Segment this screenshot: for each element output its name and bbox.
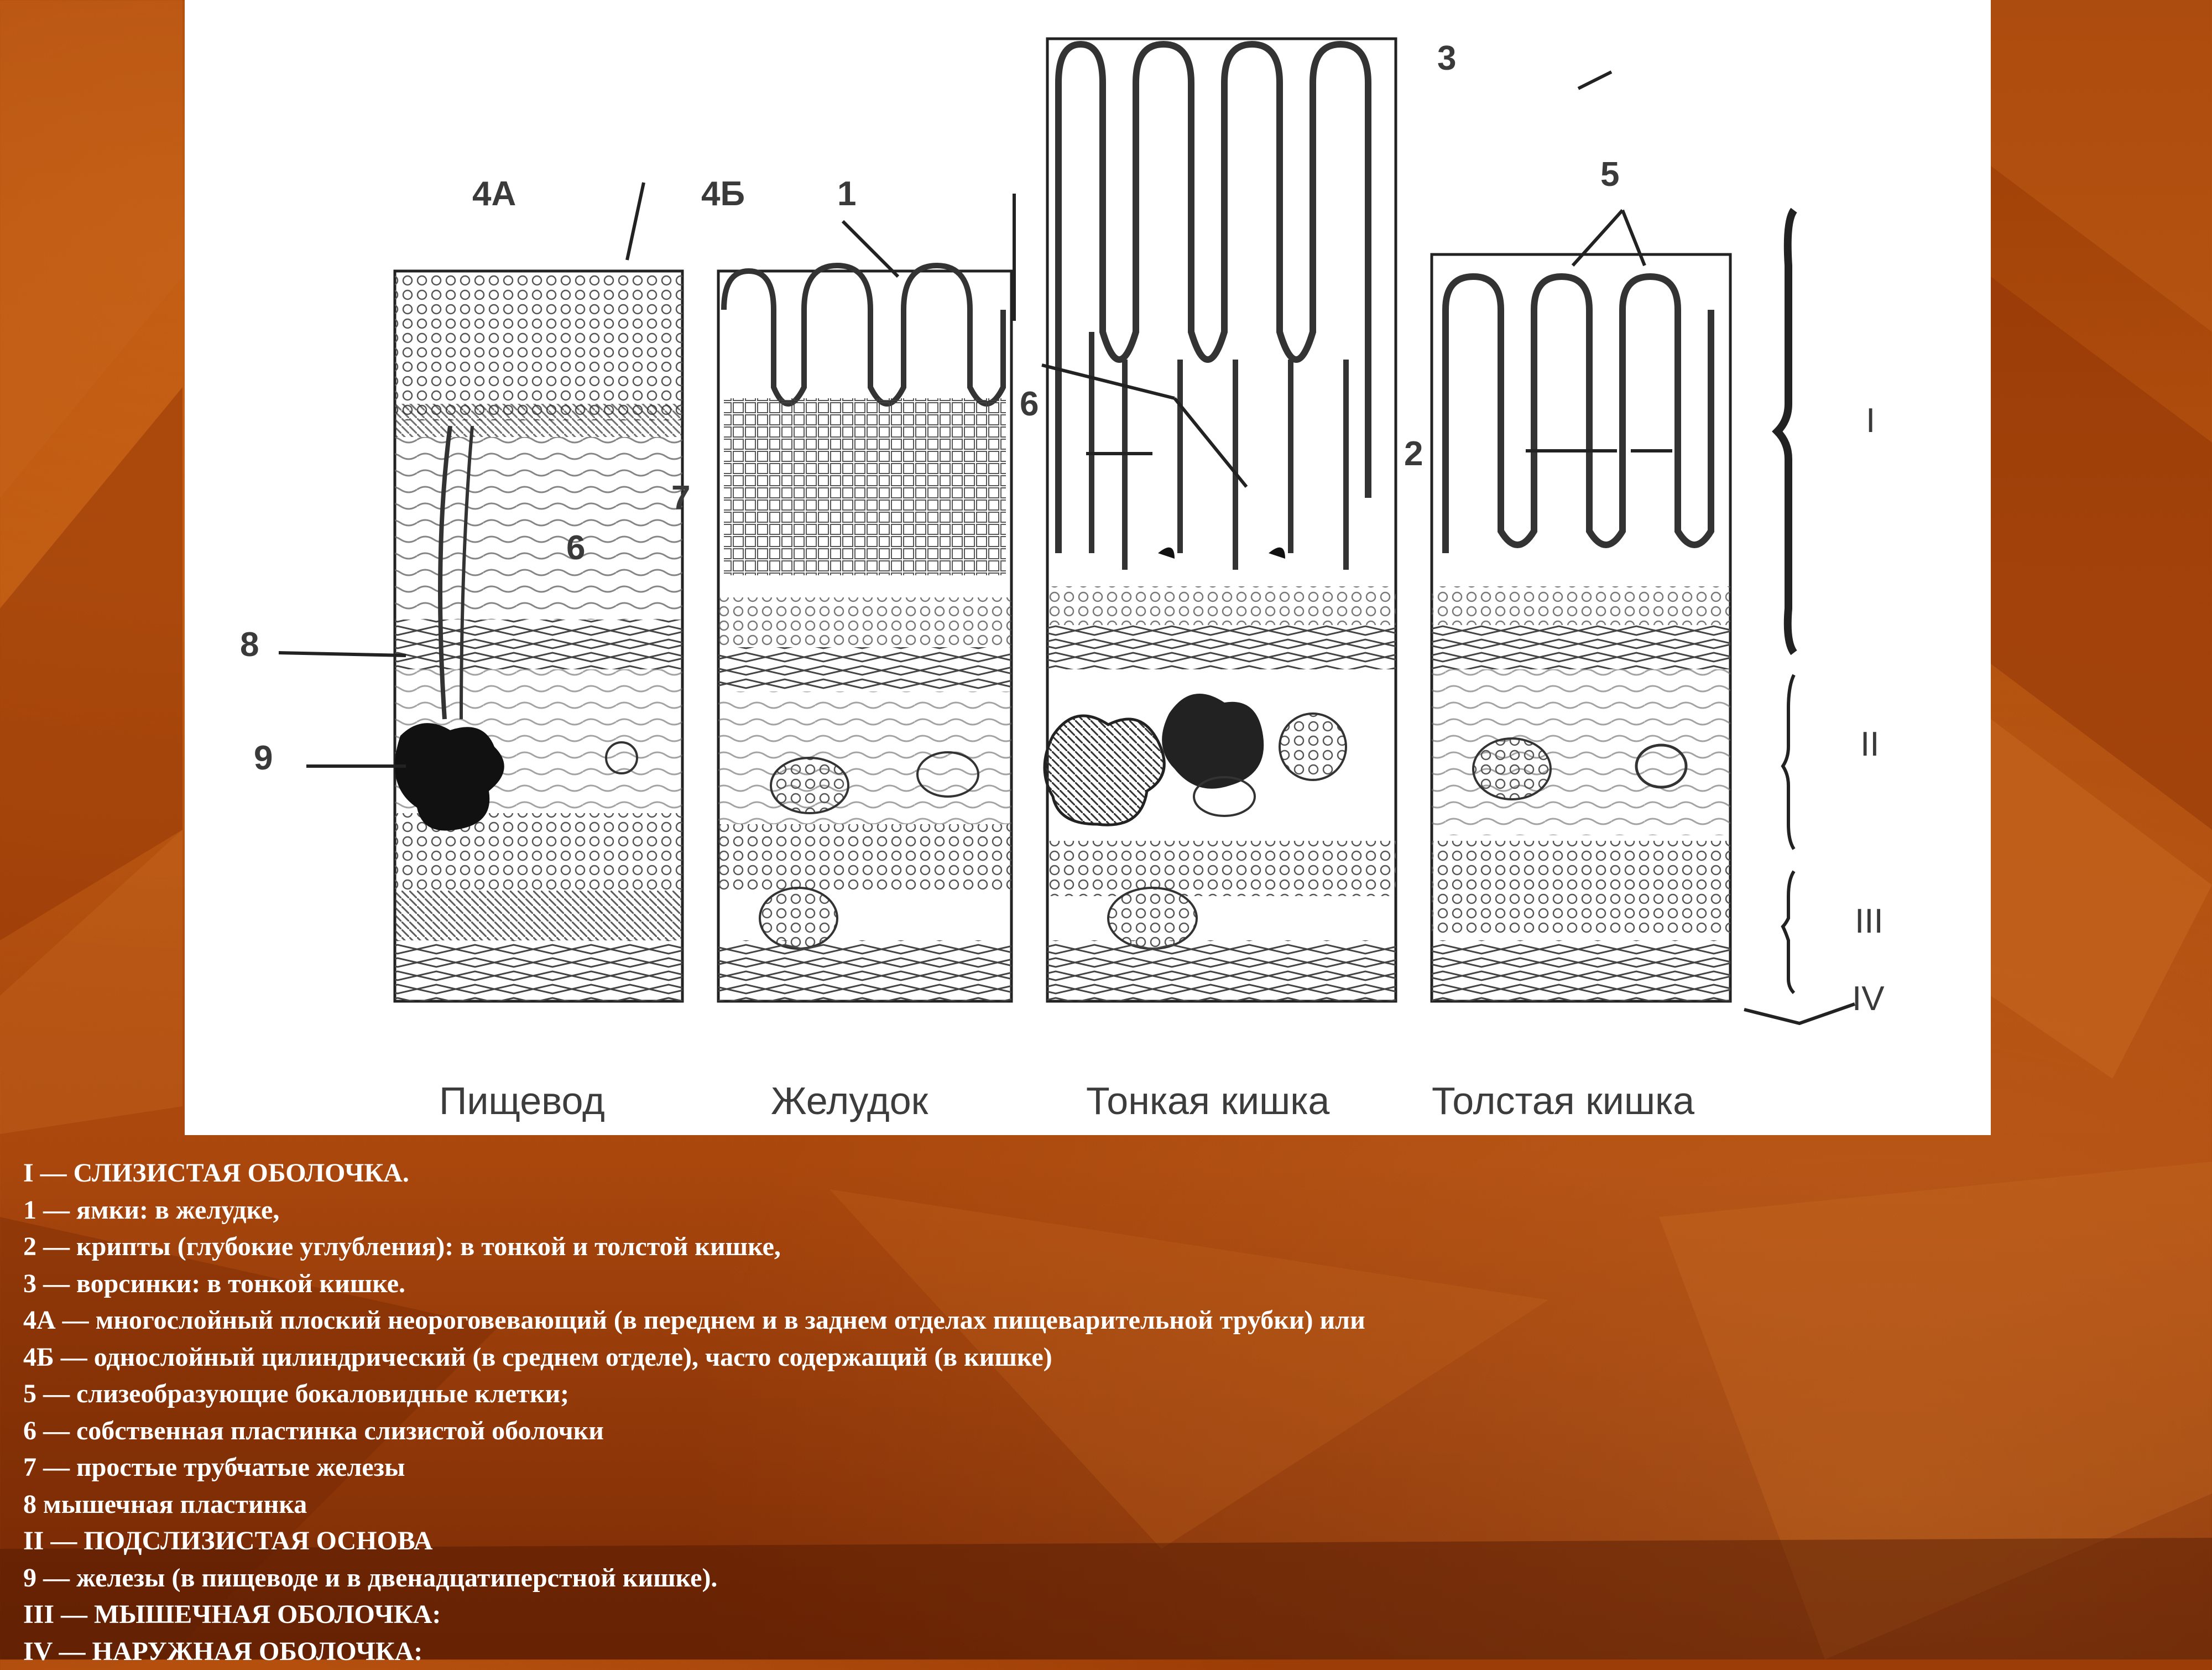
label-4a: 4А [472, 177, 516, 211]
legend-line: III — МЫШЕЧНАЯ ОБОЛОЧКА: [23, 1596, 2180, 1633]
caption-stomach: Желудок [771, 1081, 928, 1120]
caption-small-intestine: Тонкая кишка [1086, 1081, 1329, 1120]
legend-line: IV — НАРУЖНАЯ ОБОЛОЧКА: [23, 1633, 2180, 1670]
large-intestine-column [1432, 254, 1730, 1001]
label-7: 7 [671, 481, 690, 516]
legend-line: 8 мышечная пластинка [23, 1486, 2180, 1523]
legend-text: I — СЛИЗИСТАЯ ОБОЛОЧКА. 1 — ямки: в желу… [23, 1155, 2180, 1670]
esophagus-column [395, 271, 682, 1001]
label-6-stomach: 6 [1020, 387, 1039, 422]
layer-label-iii: III [1855, 904, 1884, 939]
stomach-column [718, 266, 1011, 1001]
label-5: 5 [1600, 158, 1619, 192]
label-2-small: 2 [1404, 437, 1423, 471]
caption-esophagus: Пищевод [439, 1081, 605, 1120]
layer-label-ii: II [1860, 727, 1879, 762]
label-3: 3 [1437, 41, 1456, 76]
legend-line: 6 — собственная пластинка слизистой обол… [23, 1413, 2180, 1450]
legend-line: I — СЛИЗИСТАЯ ОБОЛОЧКА. [23, 1155, 2180, 1192]
label-1: 1 [837, 177, 856, 211]
legend-line: II — ПОДСЛИЗИСТАЯ ОСНОВА [23, 1523, 2180, 1560]
layer-label-iv: IV [1852, 982, 1885, 1016]
label-6-esophagus: 6 [566, 531, 585, 565]
legend-line: 5 — слизеобразующие бокаловидные клетки; [23, 1376, 2180, 1413]
layer-label-i: I [1866, 404, 1875, 438]
legend-line: 3 — ворсинки: в тонкой кишке. [23, 1266, 2180, 1303]
legend-line: 7 — простые трубчатые железы [23, 1449, 2180, 1486]
label-8: 8 [240, 628, 259, 662]
legend-line: 4Б — однослойный цилиндрический (в средн… [23, 1339, 2180, 1376]
small-intestine-column [1045, 39, 1396, 1001]
histology-diagram: 4А 4Б 1 3 5 6 6 7 2 8 9 I II III IV Пище… [185, 0, 1991, 1135]
legend-line: 9 — железы (в пищеводе и в двенадцатипер… [23, 1560, 2180, 1597]
label-4b: 4Б [701, 177, 745, 211]
caption-large-intestine: Толстая кишка [1432, 1081, 1694, 1120]
legend-line: 4А — многослойный плоский неороговевающи… [23, 1302, 2180, 1339]
legend-line: 1 — ямки: в желудке, [23, 1192, 2180, 1229]
digestive-tube-wall-drawing [185, 0, 1991, 1135]
label-9: 9 [254, 741, 273, 776]
legend-line: 2 — крипты (глубокие углубления): в тонк… [23, 1229, 2180, 1266]
